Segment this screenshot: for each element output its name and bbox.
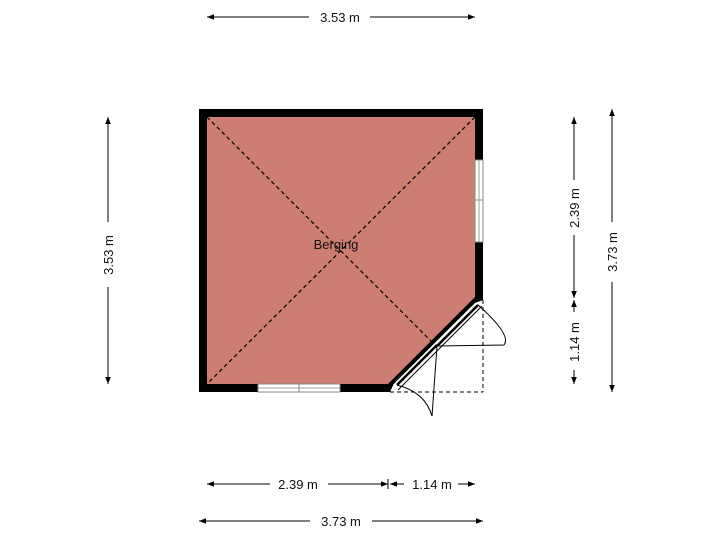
dimension-right-upper: 2.39 m xyxy=(567,117,582,298)
window-bottom xyxy=(257,383,341,393)
dimension-right-lower-label: 1.14 m xyxy=(567,322,582,362)
diagonal-line-2 xyxy=(206,116,476,385)
dimension-bottom-left-label: 2.39 m xyxy=(278,477,318,492)
dimension-top: 3.53 m xyxy=(207,10,475,25)
dimension-bottom-total-label: 3.73 m xyxy=(321,514,361,529)
double-door xyxy=(390,300,506,417)
dimension-bottom-right-label: 1.14 m xyxy=(412,477,452,492)
dimension-top-label: 3.53 m xyxy=(320,10,360,25)
dimension-bottom-segments: 2.39 m 1.14 m xyxy=(207,477,475,492)
dimension-right-lower: 1.14 m xyxy=(567,300,582,384)
dimension-left-label: 3.53 m xyxy=(101,235,116,275)
dimension-right-upper-label: 2.39 m xyxy=(567,188,582,228)
dimension-right-total: 3.73 m xyxy=(605,109,620,392)
dimension-bottom-total: 3.73 m xyxy=(199,514,483,529)
dimension-right-total-label: 3.73 m xyxy=(605,232,620,272)
room-label: Berging xyxy=(314,237,359,252)
dimension-left: 3.53 m xyxy=(101,117,116,384)
window-right xyxy=(474,159,484,243)
